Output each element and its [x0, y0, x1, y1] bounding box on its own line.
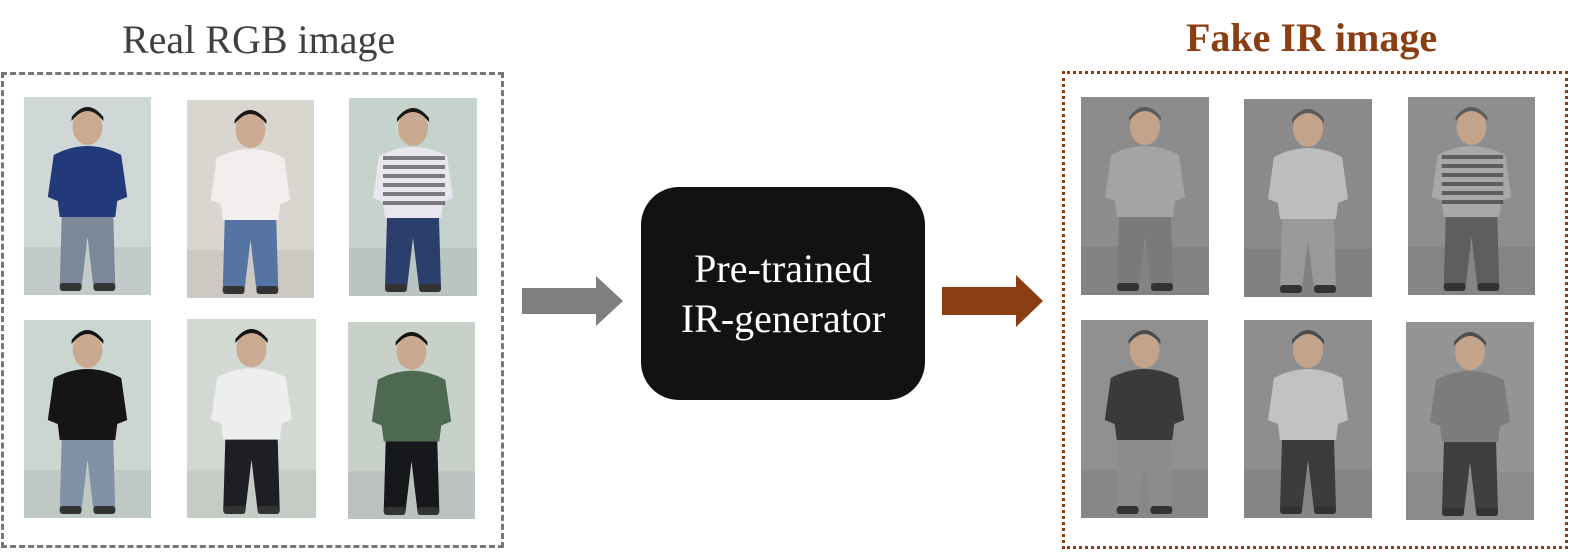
rgb-photo [349, 98, 477, 296]
rgb-photo [24, 320, 151, 518]
fake-ir-title: Fake IR image [1186, 15, 1438, 60]
generator-label-line1: Pre-trained [694, 245, 872, 291]
generator-label-line2: IR-generator [680, 295, 886, 341]
rgb-photo [187, 100, 314, 298]
ir-photo [1081, 320, 1208, 518]
ir-photo [1244, 99, 1372, 297]
right-arrow-icon [942, 275, 1043, 327]
rgb-photo [24, 97, 151, 295]
fake-ir-frame [1062, 71, 1568, 549]
real-rgb-frame [1, 72, 504, 548]
right-arrow-icon [522, 276, 623, 326]
rgb-photo [348, 322, 475, 519]
real-rgb-title: Real RGB image [122, 17, 396, 62]
ir-photo [1081, 97, 1209, 295]
ir-generator-box: Pre-trained IR-generator [641, 187, 925, 400]
rgb-photo [187, 319, 316, 518]
ir-photo [1406, 322, 1534, 520]
ir-photo [1244, 320, 1372, 518]
ir-photo [1408, 97, 1535, 295]
